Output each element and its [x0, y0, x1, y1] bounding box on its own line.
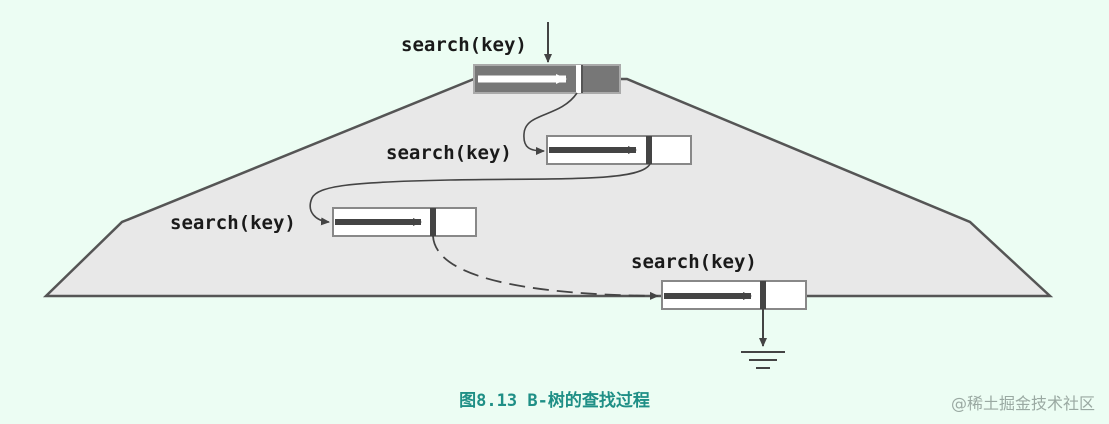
call-label-level2: search(key) — [386, 142, 512, 164]
leaf-node — [661, 280, 807, 310]
ground-symbol — [741, 351, 785, 369]
dashed-curve-to-leaf — [432, 235, 659, 300]
tree-outline — [42, 77, 1054, 298]
curve-root-to-level2 — [523, 92, 578, 155]
level2-node — [546, 135, 692, 165]
root-node — [473, 64, 621, 94]
figure-caption: 图8.13 B-树的查找过程 — [459, 391, 650, 411]
call-label-leaf: search(key) — [631, 251, 757, 273]
curve-level2-to-level3 — [309, 163, 651, 226]
call-label-level3: search(key) — [170, 212, 296, 234]
level3-node — [332, 207, 477, 237]
call-label-root: search(key) — [401, 34, 527, 56]
watermark: @稀土掘金技术社区 — [950, 394, 1095, 413]
